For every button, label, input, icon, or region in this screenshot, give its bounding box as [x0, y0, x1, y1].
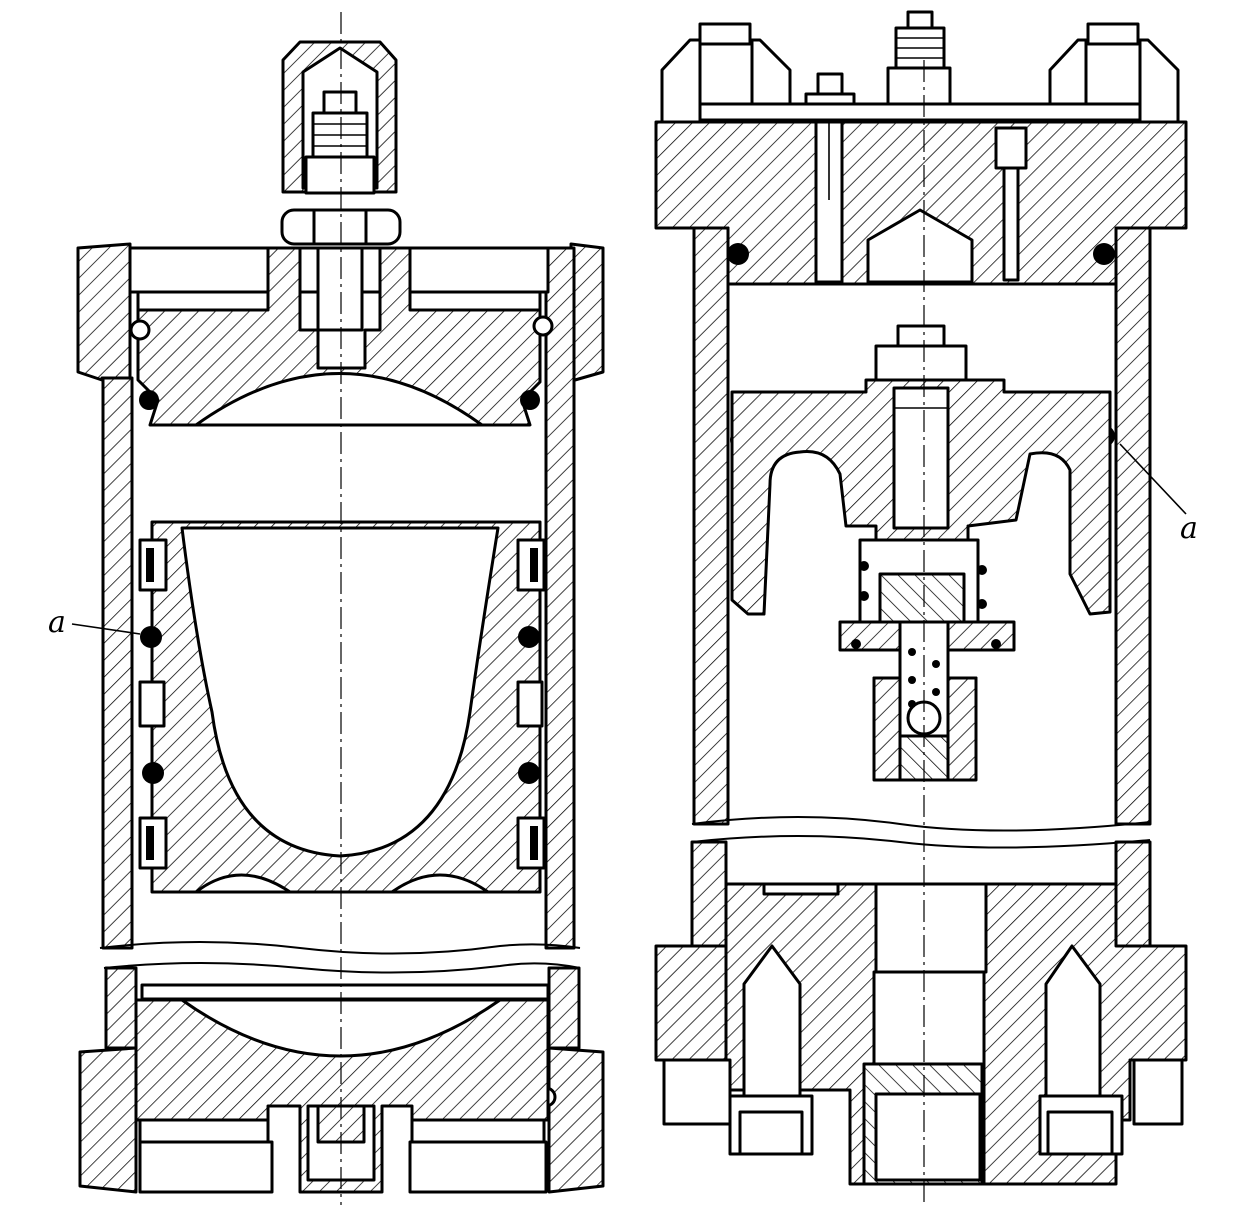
right-marker-a: a — [1119, 443, 1198, 546]
left-section-view: a — [48, 12, 605, 1205]
right-break-line-lower — [691, 835, 1151, 849]
left-top-cap-nut — [281, 40, 398, 195]
left-bottom-plug — [134, 983, 550, 1194]
left-piston — [150, 520, 542, 894]
right-cylinder-walls — [690, 226, 1152, 948]
right-top-hardware — [660, 10, 1180, 124]
left-top-plug — [128, 246, 550, 427]
right-valve-assembly — [838, 538, 1016, 782]
left-break-line-upper — [99, 941, 581, 955]
right-marker-label: a — [1180, 511, 1198, 546]
right-head-block — [654, 120, 1188, 286]
left-marker-label: a — [48, 605, 66, 640]
left-marker-a: a — [48, 605, 141, 640]
left-piston-seals — [138, 538, 546, 870]
left-break-line-lower — [103, 962, 581, 974]
left-cylinder-wall-right — [544, 242, 605, 1194]
right-break-line-upper — [691, 816, 1151, 832]
right-foot-bolts — [662, 944, 1184, 1156]
left-cylinder-wall-left — [76, 242, 138, 1194]
right-piston — [730, 324, 1112, 616]
right-section-view: a — [654, 10, 1198, 1205]
